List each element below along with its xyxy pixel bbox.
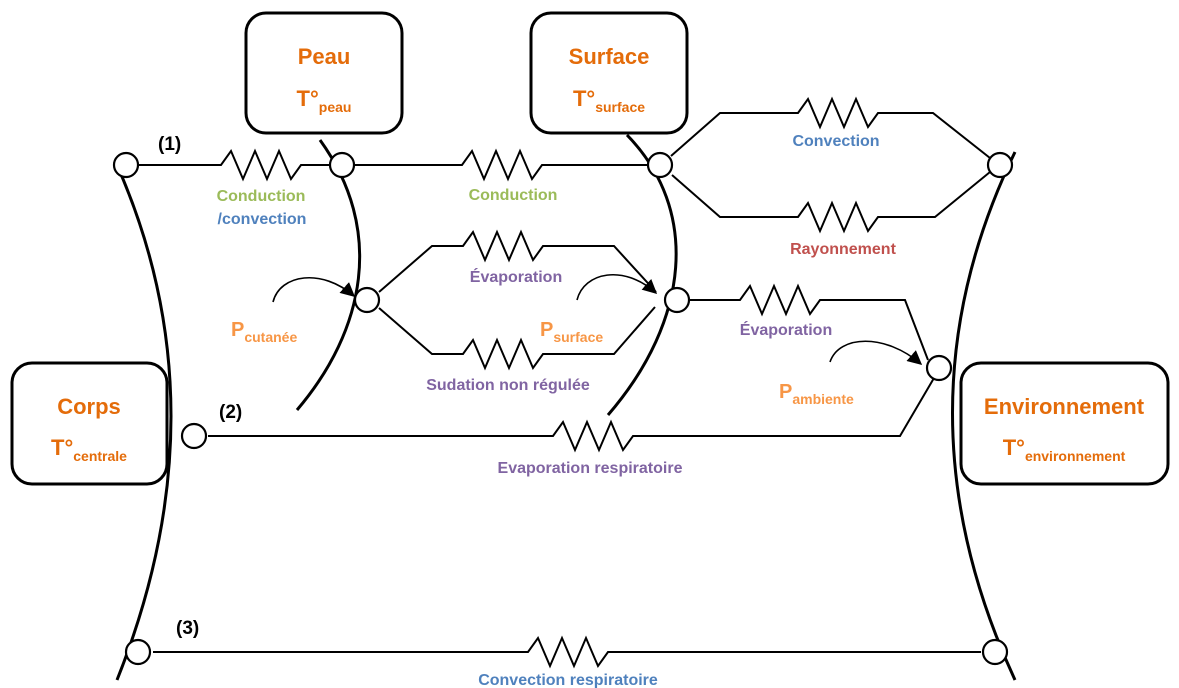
resistor-convection-respiratoire	[153, 635, 981, 669]
pressure-surface-arrow	[576, 273, 658, 301]
corps-box	[10, 361, 169, 486]
peau-temperature: T°peau	[297, 86, 352, 115]
resistor-convection	[670, 96, 991, 159]
surface-title: Surface	[569, 44, 650, 69]
resistor-sudation	[378, 306, 656, 371]
node-body-path2	[180, 422, 208, 450]
surface-temperature: T°surface	[573, 86, 645, 115]
label-evaporation-respiratoire: Evaporation respiratoire	[498, 460, 683, 477]
peau-box	[244, 11, 404, 135]
pressure-ambiente-label: Pambiente	[779, 381, 854, 407]
environment-boundary-arc	[951, 151, 1017, 681]
body-boundary-arc	[115, 164, 173, 681]
label-convection-respiratoire: Convection respiratoire	[478, 672, 658, 688]
pressure-surface-label: Psurface	[540, 319, 603, 345]
resistor-conduction	[351, 148, 650, 182]
pressure-ambiente-arrow	[829, 340, 923, 365]
resistor-rayonnement	[671, 171, 991, 234]
resistor-conduction-convection	[135, 148, 333, 182]
path-3-label: (3)	[176, 618, 199, 639]
node-environment-path3	[981, 638, 1009, 666]
node-ambient-pressure	[925, 354, 953, 382]
environnement-temperature: T°environnement	[1003, 435, 1126, 464]
node-skin-pressure	[353, 286, 381, 314]
resistor-evaporation-env	[690, 283, 929, 361]
label-conduction-skin-surface: Conduction	[469, 187, 558, 204]
label-conduction: Conduction	[217, 188, 306, 205]
environnement-title: Environnement	[984, 394, 1145, 419]
label-rayonnement: Rayonnement	[790, 241, 896, 258]
node-environment-path1	[986, 151, 1014, 179]
environnement-box	[959, 361, 1170, 486]
corps-temperature: T°centrale	[51, 435, 127, 464]
node-skin-temp	[328, 151, 356, 179]
peau-title: Peau	[298, 44, 351, 69]
skin-boundary-arc	[295, 139, 362, 411]
node-surface-pressure	[663, 286, 691, 314]
label-evaporation-env: Évaporation	[740, 320, 832, 339]
path-1-label: (1)	[158, 134, 181, 155]
node-body-path1	[112, 151, 140, 179]
label-convection-slash: /convection	[218, 211, 307, 228]
path-2-label: (2)	[219, 402, 242, 423]
pressure-cutanee-label: Pcutanée	[231, 319, 297, 345]
resistor-evaporation-respiratoire	[208, 377, 935, 453]
corps-title: Corps	[57, 394, 121, 419]
node-surface-temp	[646, 151, 674, 179]
surface-box	[529, 11, 689, 135]
label-convection: Convection	[792, 133, 879, 150]
node-body-path3	[124, 638, 152, 666]
resistor-evaporation-skin	[378, 229, 657, 293]
pressure-cutanee-arrow	[272, 276, 356, 303]
label-sudation: Sudation non régulée	[426, 377, 590, 394]
label-evaporation-skin: Évaporation	[470, 267, 562, 286]
